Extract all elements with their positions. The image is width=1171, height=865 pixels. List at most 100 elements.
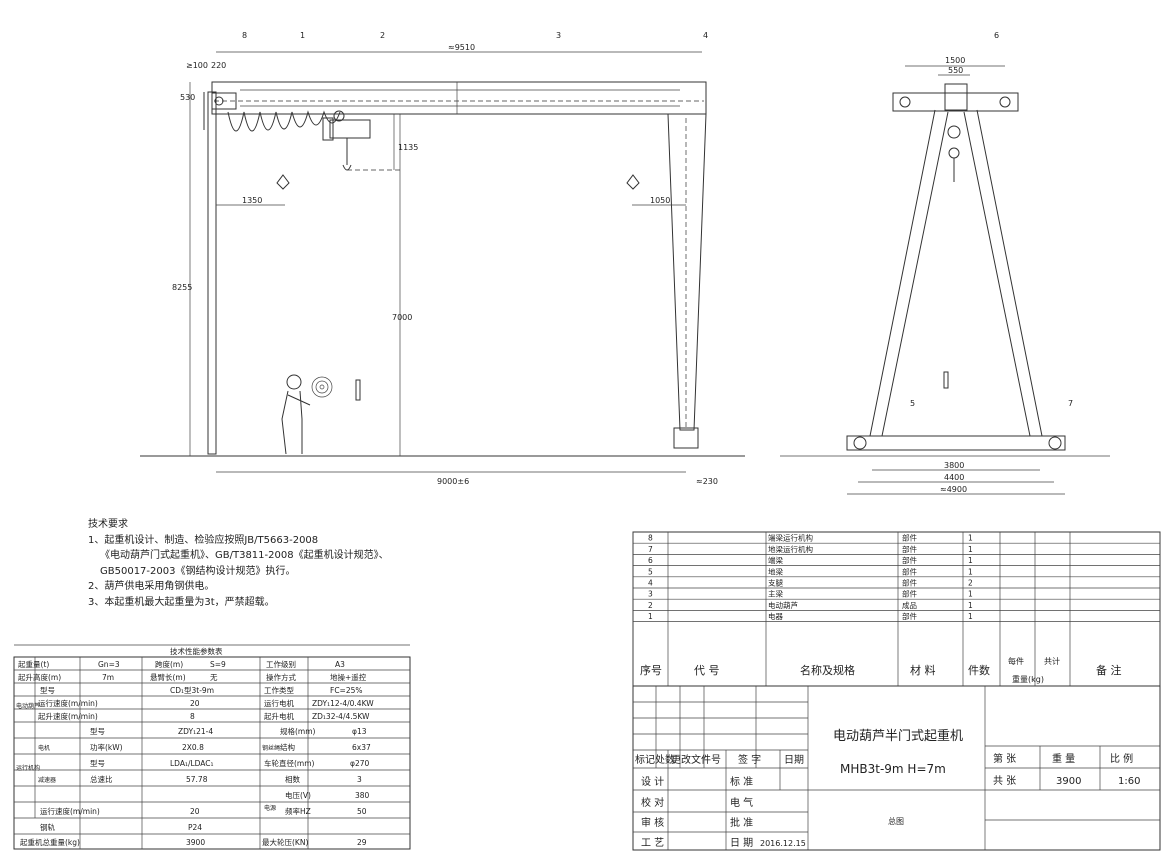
bom-cell: 1	[968, 545, 973, 554]
param-cell: φ270	[350, 759, 369, 768]
end-beam	[892, 92, 1019, 112]
drawing-model: MHB3t-9m H=7m	[840, 762, 946, 776]
params-title: 技术性能参数表	[170, 646, 223, 656]
dim-span: ≈9510	[448, 43, 475, 52]
bom-cell: 1	[968, 556, 973, 565]
param-cell: S=9	[210, 660, 226, 669]
side-view-labels: 6 5 7 1500 550 3800 4400 ≈4900	[910, 31, 1073, 494]
bom-cell: 端梁	[768, 555, 783, 565]
callout-5: 5	[910, 399, 915, 408]
param-cell: 运行电机	[264, 698, 294, 708]
bom-header: 名称及规格	[800, 663, 855, 677]
bom-cell: 8	[648, 534, 653, 543]
bom-cell: 5	[648, 567, 653, 576]
param-cell: 型号	[40, 686, 55, 695]
rev-header-sign: 签 字	[738, 753, 761, 766]
param-cell: 运行速度(m/min)	[38, 698, 98, 708]
param-cell: 20	[190, 699, 200, 708]
param-cell: 57.78	[186, 775, 208, 784]
bom-cell: 1	[968, 601, 973, 610]
tech-line: 2、葫芦供电采用角钢供电。	[88, 581, 215, 592]
rev-header-docno: 更改文件号	[671, 753, 721, 766]
bom-cell: 2	[968, 579, 973, 588]
total-sheet-label: 共 张	[993, 775, 1016, 787]
param-cell: P24	[188, 823, 202, 832]
bom-cell: 地梁运行机构	[768, 544, 813, 554]
param-cell: 相数	[285, 774, 300, 784]
title-block: 电动葫芦半门式起重机 MHB3t-9m H=7m 总图 标记 处数 更改文件号 …	[632, 685, 1161, 851]
main-girder	[211, 81, 707, 115]
param-cell: Gn=3	[98, 660, 120, 669]
role-approve: 批 准	[730, 816, 753, 829]
param-cell: 2X0.8	[182, 743, 204, 752]
front-view	[140, 51, 745, 473]
dim-1500: 1500	[945, 56, 965, 65]
bom-cell: 1	[968, 567, 973, 576]
bom-cell: 1	[648, 612, 653, 621]
bom-cell: 部件	[902, 566, 917, 576]
param-cell: 悬臂长(m)	[150, 672, 186, 682]
param-cell: 6x37	[352, 743, 371, 752]
scale-label: 比 例	[1110, 752, 1133, 765]
param-cell: 工作级别	[266, 659, 296, 669]
bom-cell: 1	[968, 612, 973, 621]
bom-header: 每件	[1008, 656, 1024, 666]
bom-cell: 端梁运行机构	[768, 533, 813, 543]
dim-220: 220	[211, 61, 226, 70]
param-cell: 频率HZ	[285, 806, 311, 816]
technical-requirements: 技术要求 1、起重机设计、制造、检验应按照JB/T5663-2008 《电动葫芦…	[88, 517, 389, 610]
param-cell: 地操+遥控	[330, 672, 367, 682]
param-cell: 3	[357, 775, 362, 784]
param-cell: 起升高度(m)	[18, 672, 61, 682]
bom-cell: 2	[648, 601, 653, 610]
dim-8255: 8255	[172, 283, 192, 292]
side-leg-right	[963, 109, 1043, 437]
tech-line: 《电动葫芦门式起重机》、GB/T3811-2008《起重机设计规范》、	[100, 550, 389, 561]
param-cell: 型号	[90, 759, 105, 768]
dim-1350: 1350	[242, 196, 262, 205]
param-cell: 3900	[186, 838, 205, 847]
param-cell: 起升电机	[264, 711, 294, 721]
left-wall-column	[207, 91, 217, 455]
bom-header: 材 料	[910, 663, 936, 677]
electric-hoist	[322, 110, 371, 171]
param-cell: FC=25%	[330, 686, 363, 695]
parameters-table: 技术性能参数表 起重量(t) Gn=3 跨度(m) S=9 工作级别 A3 起升…	[13, 644, 411, 850]
bom-header: 件数	[968, 664, 990, 677]
bom-cell: 3	[648, 590, 653, 599]
param-cell: 运行速度(m/min)	[40, 806, 100, 816]
weight-value: 3900	[1056, 776, 1081, 787]
bom-cell: 7	[648, 545, 653, 554]
role-design: 设 计	[641, 775, 664, 788]
bom-header: 重量(kg)	[1012, 674, 1044, 684]
param-group: 电机	[38, 744, 50, 752]
bom-header: 代 号	[694, 664, 720, 677]
bom-cell: 4	[648, 579, 653, 588]
dim-4400: 4400	[944, 473, 964, 482]
bom-header: 序号	[640, 663, 662, 677]
dim-7000: 7000	[392, 313, 412, 322]
role-review: 审 核	[641, 816, 664, 829]
param-cell: A3	[335, 660, 345, 669]
param-group: 钢丝绳	[262, 744, 280, 752]
dim-530: 530	[180, 93, 195, 102]
bom-header: 备 注	[1096, 663, 1122, 677]
callout-1: 1	[300, 31, 305, 40]
bom-cell: 电器	[768, 611, 783, 621]
bom-cell: 部件	[902, 544, 917, 554]
param-cell: 起升速度(m/min)	[38, 711, 98, 721]
param-cell: 无	[210, 673, 218, 682]
scale-value: 1:60	[1118, 776, 1140, 787]
param-cell: 29	[357, 838, 367, 847]
role-electrical: 电 气	[730, 796, 753, 809]
param-cell: 20	[190, 807, 200, 816]
rev-header-mark: 标记	[635, 754, 655, 766]
bom-cell: 部件	[902, 578, 917, 588]
front-view-labels: 8 1 2 3 4 ≥100 220 530 ≈9510 1135 1350 1…	[172, 31, 718, 486]
param-cell: ZD₁32-4/4.5KW	[312, 712, 370, 721]
bom-cell: 部件	[902, 589, 917, 599]
role-check: 校 对	[641, 796, 664, 809]
tech-line: GB50017-2003《钢结构设计规范》执行。	[100, 565, 296, 577]
